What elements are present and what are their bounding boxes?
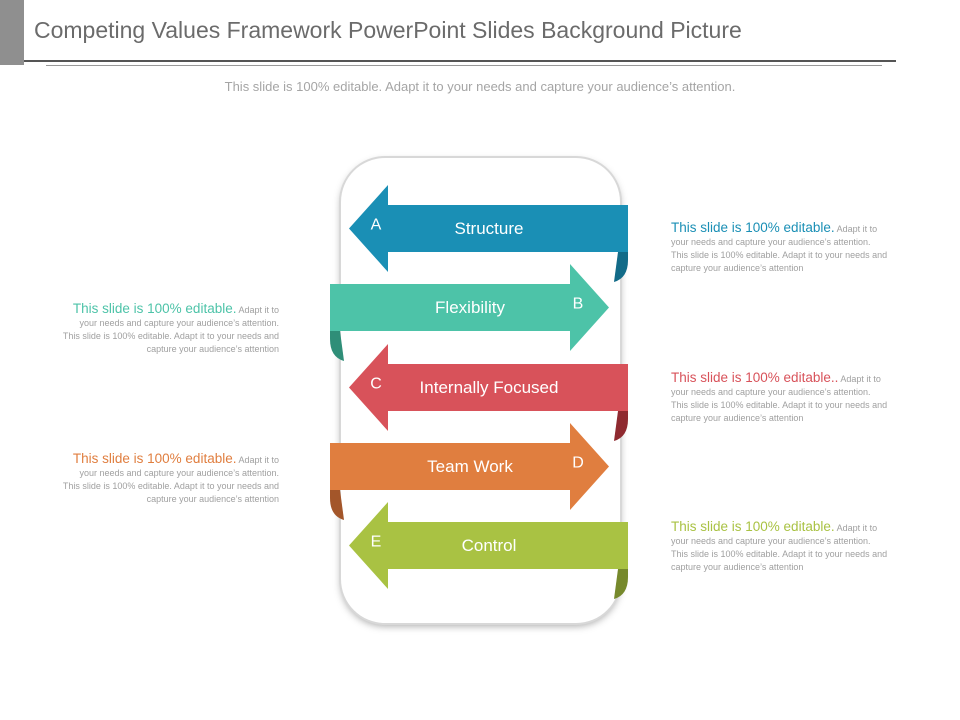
ribbon-label: Structure (455, 219, 524, 238)
title-rule-thin (46, 65, 882, 66)
ribbon-arrow (349, 344, 628, 431)
ribbon-arrow (330, 264, 609, 351)
note-lead: This slide is 100% editable. (671, 519, 835, 534)
ribbon-label: Team Work (427, 457, 513, 476)
note-left-2: This slide is 100% editable. Adapt it to… (61, 302, 279, 356)
ribbon-arrow (330, 423, 609, 510)
ribbon-label: Internally Focused (420, 378, 559, 397)
ribbon-internally-focused: C Internally Focused (349, 344, 628, 441)
ribbon-letter: B (573, 296, 584, 313)
note-right-5: This slide is 100% editable. Adapt it to… (671, 520, 889, 574)
note-right-3: This slide is 100% editable.. Adapt it t… (671, 371, 889, 425)
ribbon-fold (330, 331, 344, 361)
note-body: Adapt it to your needs and capture your … (671, 224, 888, 273)
ribbon-fold (330, 490, 344, 520)
ribbon-letter: C (370, 376, 382, 393)
ribbon-team-work: D Team Work (330, 423, 609, 520)
note-body: Adapt it to your needs and capture your … (671, 374, 888, 423)
note-body: Adapt it to your needs and capture your … (62, 305, 279, 354)
slide-title: Competing Values Framework PowerPoint Sl… (34, 17, 742, 43)
ribbon-letter: D (572, 455, 584, 472)
ribbon-fold (614, 569, 628, 599)
note-lead: This slide is 100% editable. (72, 451, 237, 466)
ribbon-flexibility: B Flexibility (330, 264, 609, 361)
ribbon-arrow (349, 185, 628, 272)
ribbon-label: Control (462, 536, 517, 555)
note-right-1: This slide is 100% editable. Adapt it to… (671, 221, 889, 275)
note-left-4: This slide is 100% editable. Adapt it to… (61, 452, 279, 506)
ribbon-label: Flexibility (435, 298, 505, 317)
ribbon-control: E Control (349, 502, 628, 599)
note-lead: This slide is 100% editable. (72, 301, 237, 316)
note-body: Adapt it to your needs and capture your … (62, 455, 279, 504)
ribbon-letter: E (371, 534, 382, 551)
title-accent-bar (0, 0, 24, 65)
ribbon-fold (614, 411, 628, 441)
ribbon-arrow (349, 502, 628, 589)
note-lead: This slide is 100% editable.. (671, 370, 839, 385)
ribbon-fold (614, 252, 628, 282)
note-lead: This slide is 100% editable. (671, 220, 835, 235)
ribbon-structure: A Structure (349, 185, 628, 282)
ribbon-letter: A (371, 217, 382, 234)
note-body: Adapt it to your needs and capture your … (671, 523, 888, 572)
title-rule (24, 60, 896, 62)
slide-subtitle: This slide is 100% editable. Adapt it to… (224, 79, 736, 94)
